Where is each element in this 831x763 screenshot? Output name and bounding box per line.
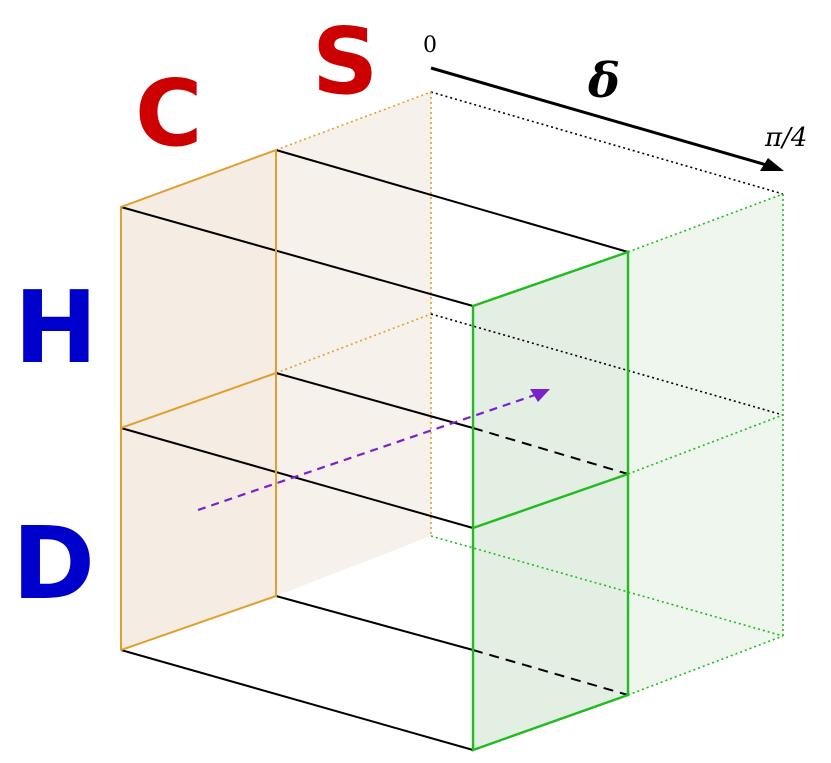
back-outline	[275, 91, 784, 696]
hidden-edges	[472, 427, 629, 696]
axis-arrowhead-icon	[760, 158, 784, 171]
face-fills	[121, 92, 783, 750]
label-C: C	[135, 60, 203, 167]
axis-start-label: 0	[423, 33, 437, 58]
delta-symbol: δ	[587, 53, 620, 109]
label-H: H	[14, 269, 98, 386]
label-D: D	[12, 505, 95, 622]
solid-edges	[120, 149, 629, 751]
orange-extension-fill	[276, 92, 431, 596]
label-S: S	[312, 8, 378, 115]
green-edges	[471, 250, 630, 752]
orange-edges	[120, 148, 277, 651]
purple-arrow	[197, 389, 550, 512]
green-extension-fill	[628, 194, 783, 695]
axis-end-label: π/4	[764, 123, 807, 153]
delta-axis	[430, 66, 784, 171]
